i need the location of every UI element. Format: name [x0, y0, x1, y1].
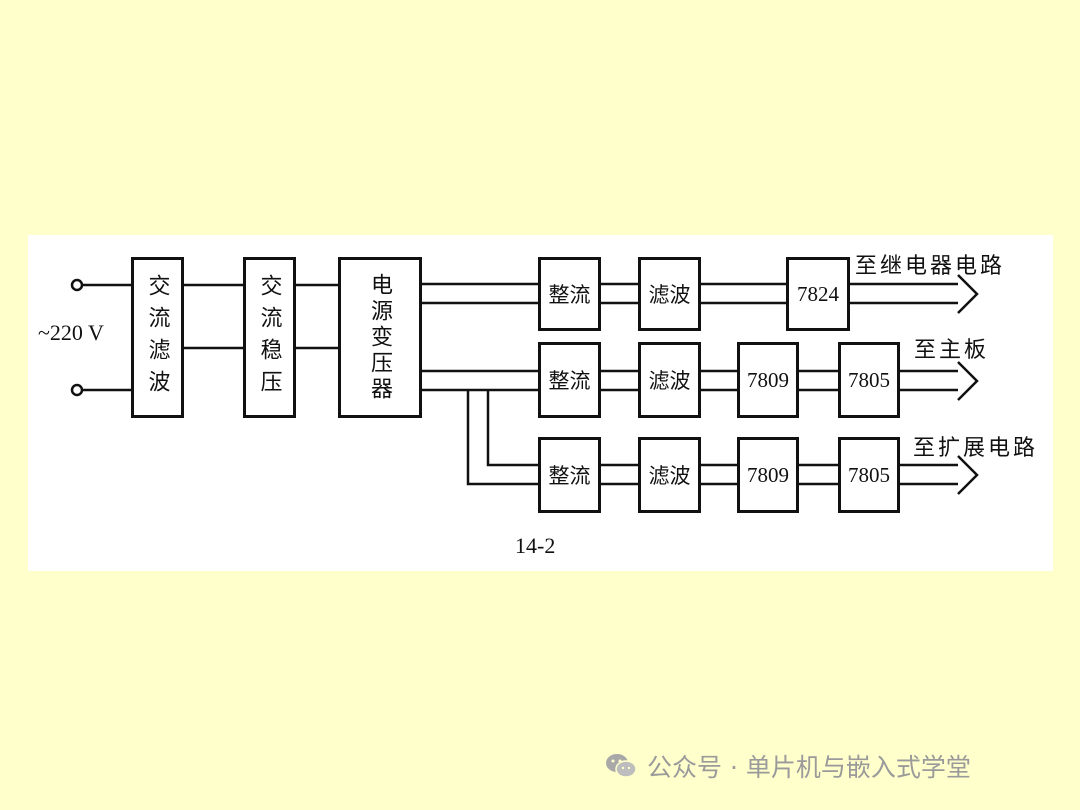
wechat-icon — [606, 754, 637, 778]
destination-mainboard-label: 至主板 — [914, 337, 990, 362]
rectifier-block-3: 整流 — [538, 437, 601, 513]
rectifier-label: 整流 — [548, 464, 591, 488]
ac-regulator-label: 交流稳压 — [257, 273, 283, 402]
filter-label: 滤波 — [648, 464, 691, 488]
input-voltage-label: ~220 V — [38, 320, 104, 345]
transformer-block: 电源变压器 — [338, 257, 422, 418]
watermark: 公众号 · 单片机与嵌入式学堂 — [605, 748, 971, 784]
regulator-label: 7824 — [797, 281, 839, 306]
input-terminal-bottom — [70, 383, 84, 397]
rectifier-label: 整流 — [548, 369, 591, 393]
filter-block-2: 滤波 — [638, 342, 701, 418]
regulator-label: 7805 — [848, 367, 890, 392]
transformer-label: 电源变压器 — [368, 272, 393, 403]
rectifier-label: 整流 — [548, 283, 591, 307]
regulator-label: 7805 — [848, 462, 890, 487]
filter-block-3: 滤波 — [638, 437, 701, 513]
ac-filter-block: 交流滤波 — [131, 257, 184, 418]
ac-filter-label: 交流滤波 — [145, 273, 171, 402]
regulator-label: 7809 — [747, 462, 789, 487]
regulator-7824-block: 7824 — [786, 257, 850, 331]
filter-block-1: 滤波 — [638, 257, 701, 331]
destination-relay-label: 至继电器电路 — [855, 253, 1006, 278]
watermark-text: 公众号 · 单片机与嵌入式学堂 — [647, 753, 971, 782]
input-terminal-top — [70, 278, 84, 292]
figure-label: 14-2 — [515, 533, 556, 558]
regulator-label: 7809 — [747, 367, 789, 392]
regulator-7809-block-3: 7809 — [737, 437, 799, 513]
regulator-7805-block-2: 7805 — [838, 342, 900, 418]
regulator-7809-block-2: 7809 — [737, 342, 799, 418]
filter-label: 滤波 — [648, 369, 691, 393]
rectifier-block-1: 整流 — [538, 257, 601, 331]
arrow-expansion — [957, 455, 979, 495]
rectifier-block-2: 整流 — [538, 342, 601, 418]
filter-label: 滤波 — [648, 283, 691, 307]
regulator-7805-block-3: 7805 — [838, 437, 900, 513]
arrow-relay — [957, 274, 979, 314]
destination-expansion-label: 至扩展电路 — [913, 435, 1039, 460]
ac-regulator-block: 交流稳压 — [243, 257, 296, 418]
arrow-mainboard — [957, 361, 979, 401]
